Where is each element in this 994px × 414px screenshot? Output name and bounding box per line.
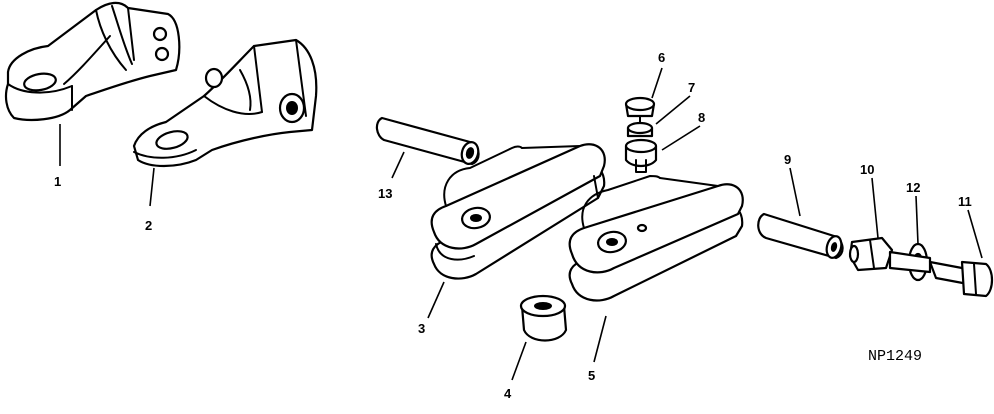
callout-12: 12	[906, 180, 920, 195]
callout-5: 5	[588, 368, 595, 383]
part-3-u-clevis	[430, 143, 606, 280]
callout-10: 10	[860, 162, 874, 177]
part-7-washer	[626, 121, 654, 138]
callout-9: 9	[784, 152, 791, 167]
part-1-clevis-arm	[4, 1, 181, 121]
callout-7: 7	[688, 80, 695, 95]
part-2-clevis-bracket	[132, 38, 318, 168]
callout-3: 3	[418, 321, 425, 336]
part-11-bolt	[888, 250, 994, 298]
callout-4: 4	[504, 386, 512, 401]
callout-2: 2	[145, 218, 152, 233]
part-8-nut	[624, 138, 658, 173]
callout-13: 13	[378, 186, 392, 201]
leader-lines	[59, 67, 983, 381]
figure-code: NP1249	[868, 348, 922, 365]
callout-11: 11	[958, 194, 972, 209]
part-5-u-clevis	[568, 175, 744, 302]
part-10-nut	[848, 236, 894, 272]
part-4-bushing	[519, 294, 568, 342]
callout-6: 6	[658, 50, 665, 65]
part-13-tube	[375, 116, 480, 166]
callout-1: 1	[54, 174, 61, 189]
callout-8: 8	[698, 110, 705, 125]
part-9-pin	[757, 212, 844, 260]
